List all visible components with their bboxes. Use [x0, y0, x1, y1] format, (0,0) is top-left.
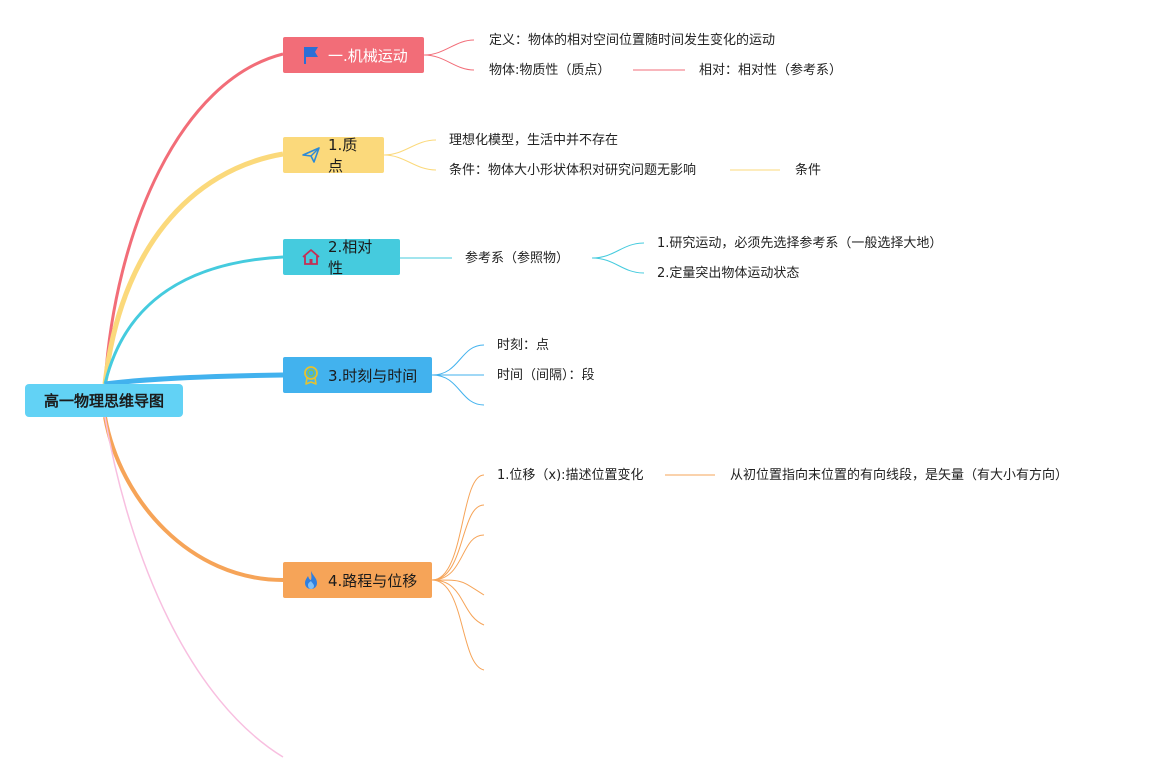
- topic-particle[interactable]: 1.质点: [283, 136, 384, 175]
- leaf-ideal-model[interactable]: 理想化模型，生活中并不存在: [449, 133, 619, 148]
- home-icon: [301, 247, 321, 267]
- leaf-condition[interactable]: 条件：物体大小形状体积对研究问题无影响: [449, 163, 697, 178]
- topic-path-and-displacement[interactable]: 4.路程与位移: [283, 562, 432, 598]
- medal-icon: [301, 365, 321, 385]
- topic-label: 1.质点: [328, 136, 358, 175]
- flag-icon: [301, 45, 321, 65]
- topic-label: 一.机械运动: [328, 46, 408, 65]
- topic-label: 2.相对性: [328, 238, 373, 277]
- root-node-label: 高一物理思维导图: [43, 392, 164, 410]
- leaf-condition-short[interactable]: 条件: [795, 163, 822, 178]
- flame-icon: [301, 570, 321, 590]
- leaf-displacement-vector[interactable]: 从初位置指向末位置的有向线段，是矢量（有大小有方向）: [730, 468, 1069, 483]
- topic-relativity[interactable]: 2.相对性: [283, 238, 400, 277]
- topic-moment-and-time[interactable]: 3.时刻与时间: [283, 357, 432, 393]
- leaf-quantify-state[interactable]: 2.定量突出物体运动状态: [657, 266, 800, 281]
- leaf-relative-reference[interactable]: 相对：相对性（参考系）: [699, 63, 843, 78]
- leaf-displacement[interactable]: 1.位移（x):描述位置变化: [497, 468, 644, 483]
- leaf-moment[interactable]: 时刻：点: [497, 338, 550, 353]
- topic-label: 3.时刻与时间: [328, 366, 418, 385]
- leaf-definition[interactable]: 定义：物体的相对空间位置随时间发生变化的运动: [489, 33, 776, 48]
- leaf-object-material[interactable]: 物体:物质性（质点）: [489, 63, 611, 78]
- leaf-reference-frame[interactable]: 参考系（参照物）: [465, 251, 570, 266]
- root-node[interactable]: 高一物理思维导图: [25, 384, 183, 417]
- topic-label: 4.路程与位移: [328, 571, 418, 590]
- topic-mechanical-motion[interactable]: 一.机械运动: [283, 37, 424, 73]
- leaf-study-motion[interactable]: 1.研究运动，必须先选择参考系（一般选择大地）: [657, 236, 943, 251]
- paper-plane-icon: [301, 145, 321, 165]
- leaf-interval[interactable]: 时间（间隔）：段: [497, 368, 595, 383]
